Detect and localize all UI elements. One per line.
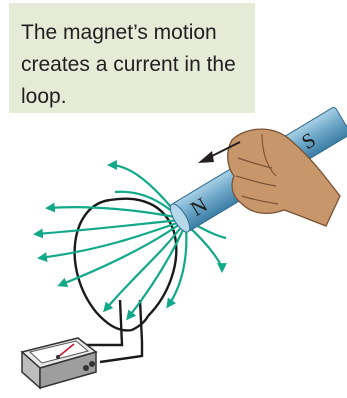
magnetic-field-lines <box>36 165 226 318</box>
wire-loop <box>75 199 177 362</box>
galvanometer-icon <box>22 338 96 388</box>
